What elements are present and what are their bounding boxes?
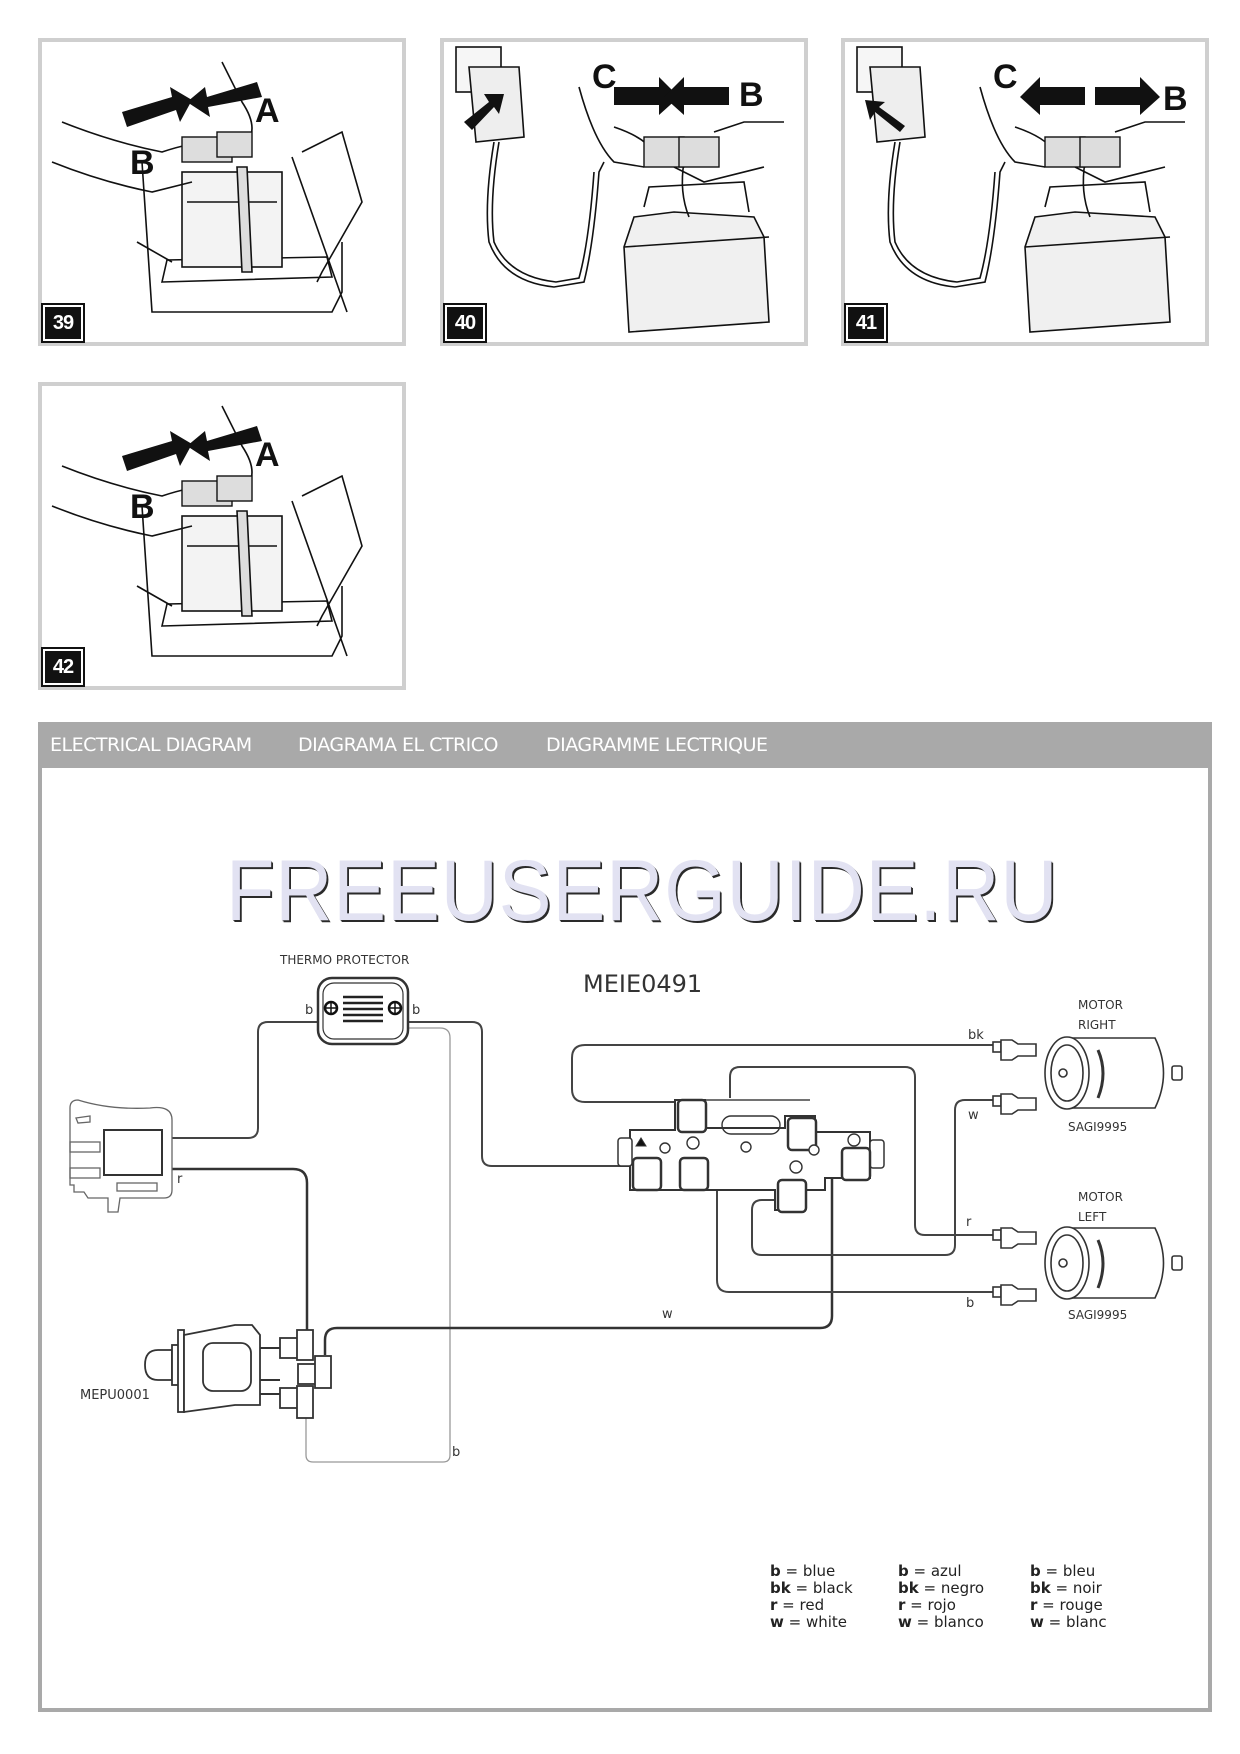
charger-connect-illustration	[455, 46, 784, 333]
arrow-right-icon	[122, 431, 192, 471]
watermark: FREEUSERGUIDE.RU	[226, 843, 1059, 939]
screw-icon	[847, 1133, 861, 1147]
wire-left-r	[729, 1066, 1000, 1236]
legend-row: b = azul	[898, 1562, 962, 1580]
figure-40-panel: C B 40	[440, 38, 808, 346]
header-title-fr: DIAGRAMME LECTRIQUE	[546, 734, 768, 756]
motor-left-code: SAGI9995	[1068, 1308, 1128, 1322]
legend-row: b = bleu	[1030, 1562, 1096, 1580]
callout-a: A	[255, 92, 280, 130]
figure-41-panel: C B 41	[841, 38, 1209, 346]
wire-label-left-r: r	[966, 1215, 972, 1230]
figure-42-panel: A B 42	[38, 382, 406, 690]
battery-connector-illustration	[51, 405, 363, 657]
header-title-en: ELECTRICAL DIAGRAM	[50, 734, 252, 756]
electrical-diagram-frame	[38, 722, 1212, 1712]
wire-label-pedal-r: r	[177, 1172, 183, 1187]
wire-label-switch-b: b	[452, 1445, 461, 1460]
legend-row: bk = black	[770, 1579, 853, 1597]
callout-a: A	[255, 436, 280, 474]
motor-right-component	[1044, 1036, 1183, 1110]
callout-b: B	[1163, 80, 1188, 118]
motor-connectors	[992, 1039, 1037, 1306]
pedal-component	[69, 1099, 173, 1213]
arrow-right-icon	[122, 87, 192, 127]
legend-row: r = red	[770, 1596, 825, 1614]
wire-switch-b	[305, 1027, 451, 1463]
battery-connector-illustration	[51, 61, 363, 313]
legend-row: bk = noir	[1030, 1579, 1102, 1597]
wire-thermo-left	[172, 1021, 318, 1139]
junction-board-component	[617, 1098, 885, 1214]
callout-b: B	[130, 144, 155, 182]
wire-label-center-w: w	[662, 1307, 673, 1322]
switch-component	[144, 1324, 332, 1419]
wire-center-w	[323, 1166, 850, 1355]
wire-pedal-r	[172, 1167, 309, 1330]
wire-right-w	[751, 1099, 1000, 1256]
legend-row: w = blanc	[1030, 1613, 1107, 1631]
legend-row: r = rojo	[898, 1596, 956, 1614]
charger-disconnect-illustration	[856, 46, 1185, 333]
legend-fr: b = bleu bk = noir r = rouge w = blanc	[1030, 1563, 1107, 1631]
arrow-left-icon	[664, 77, 729, 115]
arrow-left-icon	[1020, 77, 1085, 115]
callout-b: B	[130, 488, 155, 526]
callout-c: C	[993, 58, 1018, 96]
wire-right-bk	[571, 1044, 1000, 1103]
arrow-right-icon	[614, 77, 679, 115]
motor-left-component	[1044, 1226, 1183, 1300]
arrow-up-icon	[464, 94, 504, 130]
model-code: MEIE0491	[583, 970, 703, 998]
switch-code-label: MEPU0001	[80, 1388, 150, 1403]
figure-number: 39	[41, 303, 85, 343]
diagram-header: ELECTRICAL DIAGRAM DIAGRAMA EL CTRICO DI…	[38, 722, 1212, 768]
figure-number: 41	[844, 303, 888, 343]
figure-number: 40	[443, 303, 487, 343]
motor-right-code: SAGI9995	[1068, 1120, 1128, 1134]
legend-en: b = blue bk = black r = red w = white	[770, 1563, 853, 1631]
legend-row: w = white	[770, 1613, 848, 1631]
legend-row: bk = negro	[898, 1579, 985, 1597]
thermo-protector-component	[316, 976, 410, 1046]
figure-39-panel: A B 39	[38, 38, 406, 346]
arrow-down-icon	[865, 100, 905, 132]
wire-label-right-w: w	[968, 1108, 979, 1123]
motor-left-side: LEFT	[1078, 1210, 1107, 1224]
wire-label-right-bk: bk	[968, 1028, 984, 1043]
arrow-right-icon	[1095, 77, 1160, 115]
legend-row: w = blanco	[898, 1613, 984, 1631]
figure-number: 42	[41, 647, 85, 687]
callout-c: C	[592, 58, 617, 96]
arrow-left-icon	[187, 426, 262, 461]
screw-icon	[808, 1144, 820, 1156]
wire-label-thermo-right: b	[412, 1003, 421, 1018]
wire-thermo-right	[408, 1021, 640, 1167]
wire-label-left-b: b	[966, 1296, 975, 1311]
header-title-es: DIAGRAMA EL CTRICO	[298, 734, 499, 756]
screw-icon	[740, 1141, 752, 1153]
legend-row: r = rouge	[1030, 1596, 1103, 1614]
legend-es: b = azul bk = negro r = rojo w = blanco	[898, 1563, 984, 1631]
wire-label-thermo-left: b	[305, 1003, 314, 1018]
motor-left-title: MOTOR	[1078, 1190, 1123, 1204]
warning-icon	[635, 1137, 647, 1147]
callout-b: B	[739, 76, 764, 114]
motor-right-side: RIGHT	[1078, 1018, 1116, 1032]
wires	[172, 1021, 1000, 1463]
thermo-protector-label: THERMO PROTECTOR	[280, 953, 410, 967]
legend-row: b = blue	[770, 1562, 836, 1580]
arrow-left-icon	[187, 82, 262, 117]
motor-right-title: MOTOR	[1078, 998, 1123, 1012]
screw-icon	[659, 1142, 671, 1154]
